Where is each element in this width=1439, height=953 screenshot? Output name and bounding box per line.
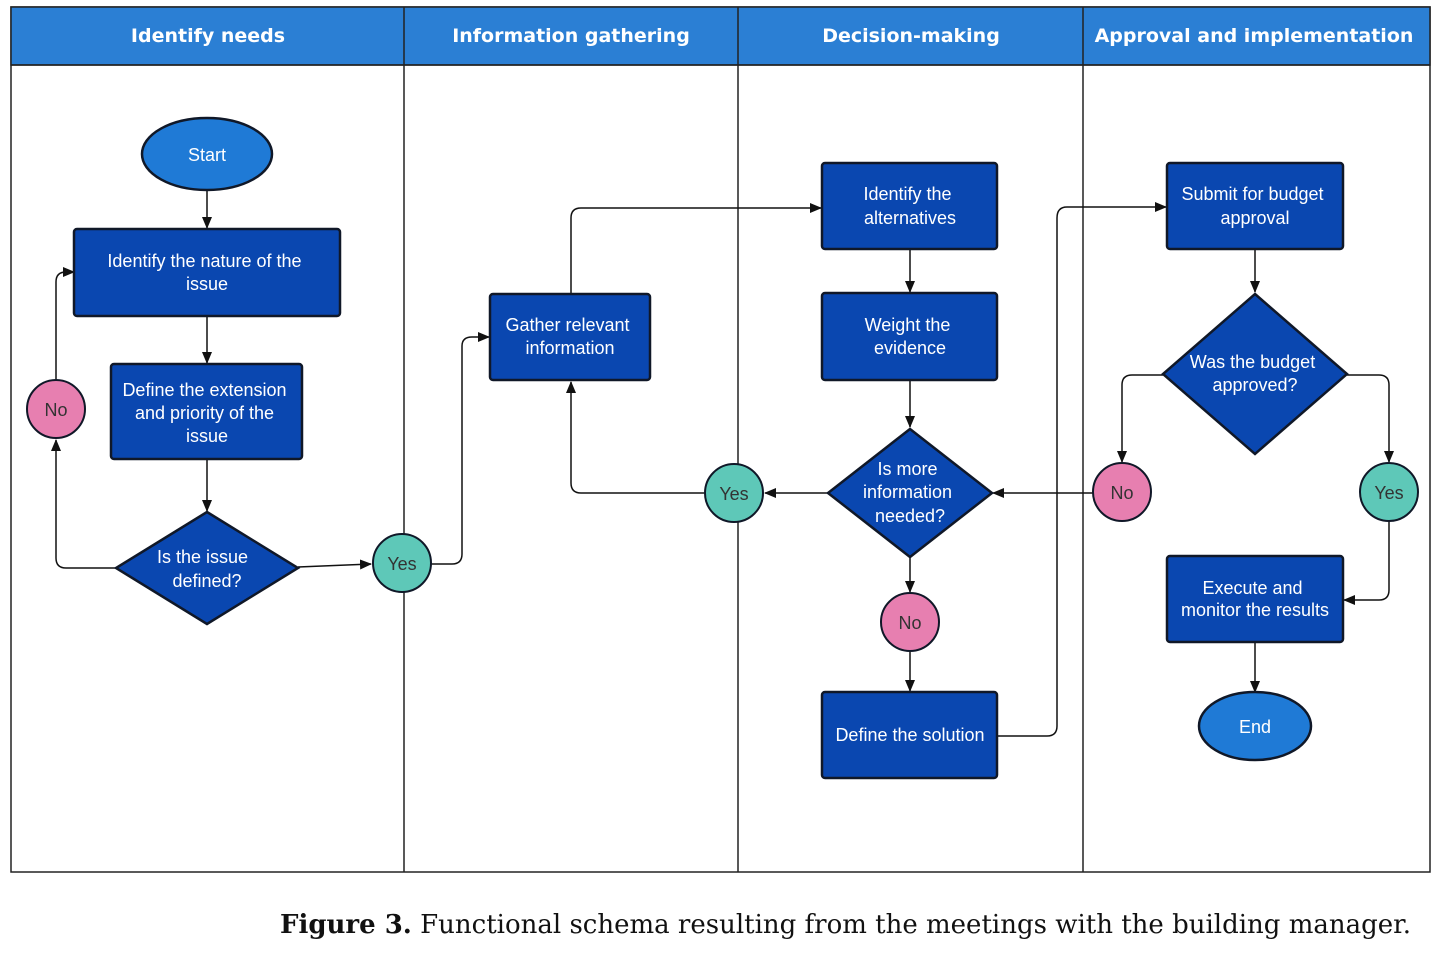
yes-label: Yes bbox=[1374, 483, 1403, 503]
swimlane-flowchart: Identify needs Information gathering Dec… bbox=[10, 6, 1431, 873]
edge-gather-to-alternatives bbox=[570, 203, 822, 293]
edge-yes-to-execute bbox=[1343, 522, 1390, 605]
gather-info-process: Gather relevant information bbox=[488, 292, 652, 382]
lane-header-bar bbox=[10, 6, 1431, 66]
lane-title-information-gathering: Information gathering bbox=[452, 25, 690, 47]
end-terminator: End bbox=[1197, 690, 1313, 762]
budget-approved-label: Was the budget approved? bbox=[1190, 352, 1320, 395]
caption-text: Functional schema resulting from the mee… bbox=[411, 910, 1411, 940]
define-extension-process: Define the extension and priority of the… bbox=[109, 362, 304, 461]
identify-nature-label: Identify the nature of the issue bbox=[107, 251, 306, 294]
gather-info-label: Gather relevant information bbox=[505, 315, 634, 358]
identify-nature-process: Identify the nature of the issue bbox=[72, 227, 342, 318]
figure-caption: Figure 3. Functional schema resulting fr… bbox=[280, 910, 1411, 940]
weight-evidence-label: Weight the evidence bbox=[865, 315, 956, 358]
edge-yes-to-gather-info bbox=[431, 332, 490, 565]
yes-connector-budget: Yes bbox=[1359, 462, 1419, 522]
no-label: No bbox=[44, 400, 67, 420]
define-solution-process: Define the solution bbox=[820, 690, 999, 780]
edge-issue-defined-to-yes bbox=[297, 559, 372, 570]
define-extension-label: Define the extension and priority of the… bbox=[122, 380, 291, 446]
yes-label: Yes bbox=[387, 554, 416, 574]
yes-connector-more-info: Yes bbox=[704, 463, 764, 523]
execute-monitor-label: Execute and monitor the results bbox=[1181, 578, 1329, 620]
identify-alternatives-label: Identify the alternatives bbox=[863, 184, 956, 228]
edge-define-solution-to-submit bbox=[997, 202, 1167, 737]
identify-alternatives-process: Identify the alternatives bbox=[820, 161, 999, 251]
yes-label: Yes bbox=[719, 484, 748, 504]
caption-label: Figure 3. bbox=[280, 910, 412, 940]
lane-title-identify-needs: Identify needs bbox=[131, 25, 285, 47]
edge-issue-defined-to-no bbox=[51, 439, 117, 569]
end-label: End bbox=[1239, 717, 1271, 737]
budget-approved-decision: Was the budget approved? bbox=[1161, 292, 1349, 456]
edge-budget-approved-to-no bbox=[1117, 374, 1163, 463]
issue-defined-decision: Is the issue defined? bbox=[113, 510, 301, 626]
edge-no-to-identify-nature bbox=[55, 267, 75, 379]
edge-yes-to-gather-info-loop bbox=[566, 381, 705, 494]
more-info-decision: Is more information needed? bbox=[825, 427, 995, 559]
submit-budget-label: Submit for budget approval bbox=[1181, 184, 1328, 228]
start-label: Start bbox=[188, 145, 226, 165]
no-connector-budget: No bbox=[1092, 462, 1152, 522]
no-label: No bbox=[1110, 483, 1133, 503]
lane-title-approval-implementation: Approval and implementation bbox=[1095, 25, 1414, 47]
define-solution-label: Define the solution bbox=[835, 725, 984, 745]
issue-defined-label: Is the issue defined? bbox=[157, 547, 253, 591]
no-connector-identify: No bbox=[26, 379, 86, 439]
submit-budget-process: Submit for budget approval bbox=[1165, 161, 1345, 251]
no-connector-more-info: No bbox=[880, 592, 940, 652]
edges bbox=[51, 190, 1394, 737]
edge-budget-approved-to-yes bbox=[1347, 374, 1394, 463]
more-info-label: Is more information needed? bbox=[863, 459, 957, 526]
no-label: No bbox=[898, 613, 921, 633]
yes-connector-issue-defined: Yes bbox=[372, 533, 432, 593]
lane-title-decision-making: Decision-making bbox=[822, 25, 1000, 47]
start-terminator: Start bbox=[140, 116, 274, 192]
weight-evidence-process: Weight the evidence bbox=[820, 291, 999, 382]
execute-monitor-process: Execute and monitor the results bbox=[1165, 554, 1345, 644]
